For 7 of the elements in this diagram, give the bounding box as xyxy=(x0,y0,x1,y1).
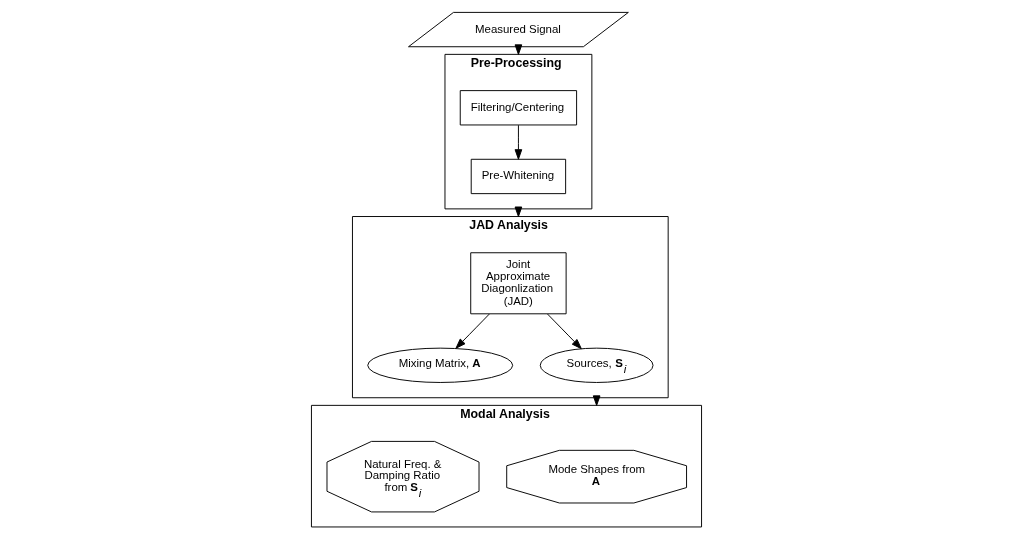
node-box: Filtering/Centering xyxy=(459,90,578,126)
node-box: Pre-Whitening xyxy=(470,158,567,195)
node-ellipse: Mixing Matrix, A xyxy=(367,347,514,383)
arrow xyxy=(547,313,582,350)
arrow xyxy=(514,124,523,160)
node-box: Joint Approximate Diagonlization (JAD) xyxy=(470,252,567,315)
arrow xyxy=(455,313,490,349)
